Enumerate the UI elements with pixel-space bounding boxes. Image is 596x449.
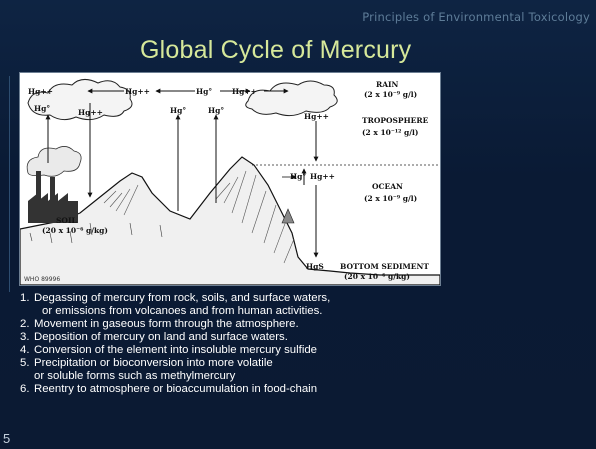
list-item-text: Degassing of mercury from rock, soils, a… [34, 292, 572, 305]
list-item-number: 5. [20, 357, 30, 370]
label-sediment-conc: (20 x 10⁻⁶ g/kg) [344, 272, 410, 281]
label-hg-pp-mid: Hg++ [125, 87, 150, 96]
label-rain: RAIN [376, 80, 399, 89]
label-soil: SOIL [56, 216, 77, 225]
course-header: Principles of Environmental Toxicology [362, 10, 590, 24]
label-hg-pp-ocean: Hg++ [310, 172, 335, 181]
label-hg-pp-rain: Hg++ [304, 112, 329, 121]
list-item-text: Movement in gaseous form through the atm… [34, 318, 572, 331]
smoke-cloud [27, 146, 81, 176]
label-troposphere: TROPOSPHERE [362, 116, 429, 125]
label-hg0-top: Hg° [196, 87, 212, 96]
left-accent-line [9, 76, 10, 292]
label-soil-conc: (20 x 10⁻⁶ g/kg) [42, 226, 108, 235]
list-item-text: Reentry to atmosphere or bioaccumulation… [34, 383, 572, 396]
slide-title: Global Cycle of Mercury [140, 36, 411, 65]
list-item: 5. Precipitation or bioconversion into m… [12, 357, 572, 383]
list-item-number: 4. [20, 344, 30, 357]
cloud-right [246, 81, 337, 116]
label-ocean-conc: (2 x 10⁻⁹ g/l) [364, 194, 417, 203]
list-item-number: 2. [20, 318, 30, 331]
label-hg0-volcano: Hg° [170, 106, 186, 115]
label-hg0-factory: Hg° [34, 104, 50, 113]
label-ocean: OCEAN [372, 182, 403, 191]
list-item-text: Deposition of mercury on land and surfac… [34, 331, 572, 344]
label-rain-conc: (2 x 10⁻⁹ g/l) [364, 90, 417, 99]
list-item: 2. Movement in gaseous form through the … [12, 318, 572, 331]
label-hgs: HgS [306, 262, 324, 271]
list-item-number: 3. [20, 331, 30, 344]
label-hg-pp-left: Hg++ [28, 87, 53, 96]
list-item-number: 6. [20, 383, 30, 396]
list-item: 6. Reentry to atmosphere or bioaccumulat… [12, 383, 572, 396]
label-bottom-sediment: BOTTOM SEDIMENT [340, 262, 429, 271]
label-hg0-ocean: Hg° [290, 172, 306, 181]
list-item: 4. Conversion of the element into insolu… [12, 344, 572, 357]
list-item-text: Conversion of the element into insoluble… [34, 344, 572, 357]
label-hg-pp-factory: Hg++ [78, 108, 103, 117]
list-item: 1. Degassing of mercury from rock, soils… [12, 292, 572, 318]
list-item-text: Precipitation or bioconversion into more… [34, 357, 572, 370]
list-item-continuation: or soluble forms such as methylmercury [34, 370, 572, 383]
label-who-code: WHO 89996 [24, 276, 60, 283]
label-hg-pp-right: Hg++ [232, 87, 257, 96]
list-item-continuation: or emissions from volcanoes and from hum… [34, 305, 572, 318]
list-item-number: 1. [20, 292, 30, 305]
label-tropo-conc: (2 x 10⁻¹² g/l) [362, 128, 418, 137]
mercury-cycle-diagram: Hg++ Hg++ Hg° Hg++ Hg° Hg++ Hg° Hg° Hg++… [19, 72, 441, 286]
list-item: 3. Deposition of mercury on land and sur… [12, 331, 572, 344]
label-hg0-mountain: Hg° [208, 106, 224, 115]
diagram-canvas: Hg++ Hg++ Hg° Hg++ Hg° Hg++ Hg° Hg° Hg++… [20, 73, 440, 285]
process-list: 1. Degassing of mercury from rock, soils… [12, 292, 572, 396]
page-number: 5 [3, 431, 10, 446]
